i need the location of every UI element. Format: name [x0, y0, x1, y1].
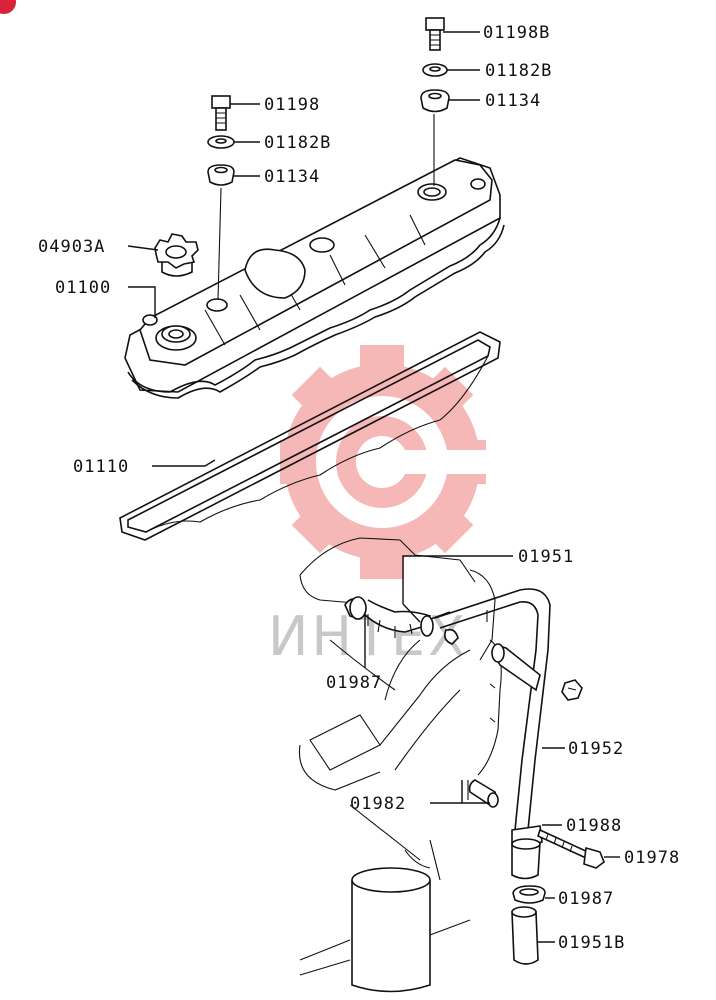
label-01134: 01134: [264, 167, 320, 187]
label-01134-top: 01134: [485, 91, 541, 111]
label-01952: 01952: [568, 739, 624, 759]
washer-01182B: [207, 135, 235, 149]
label-01951B: 01951B: [558, 933, 625, 953]
label-01987-left: 01987: [326, 673, 382, 693]
label-01978: 01978: [624, 848, 680, 868]
leader-lines: [127, 31, 620, 943]
clamp-01987-left: [349, 596, 434, 637]
bolt-01978: [537, 828, 605, 869]
oil-filler-cap: [154, 233, 199, 277]
clamp-01988: [511, 825, 543, 880]
label-01951: 01951: [518, 547, 574, 567]
label-01100: 01100: [55, 278, 111, 298]
bolt-01198B: [425, 17, 445, 51]
clip-nut: [561, 679, 583, 701]
rocker-cover: [124, 157, 505, 399]
label-01182B: 01182B: [264, 133, 331, 153]
hose-01951B: [511, 906, 539, 965]
label-01982: 01982: [350, 794, 406, 814]
bolt-01198: [211, 95, 231, 131]
label-01198: 01198: [264, 95, 320, 115]
label-01987-bottom: 01987: [558, 889, 614, 909]
washer-01182B-top: [422, 63, 448, 77]
corner-badge: [0, 0, 16, 14]
label-01182B-top: 01182B: [485, 61, 552, 81]
clamp-01987-bottom: [512, 885, 546, 904]
engine-block-sketch: [298, 537, 502, 993]
hose-01982: [468, 779, 499, 808]
label-01988: 01988: [566, 816, 622, 836]
gasket: [119, 331, 501, 541]
label-01198B: 01198B: [483, 23, 550, 43]
seal-01134-top: [420, 89, 450, 113]
label-01110: 01110: [73, 457, 129, 477]
breather-pipe-01952: [434, 588, 551, 831]
seal-01134: [207, 164, 235, 186]
label-04903A: 04903A: [38, 237, 105, 257]
